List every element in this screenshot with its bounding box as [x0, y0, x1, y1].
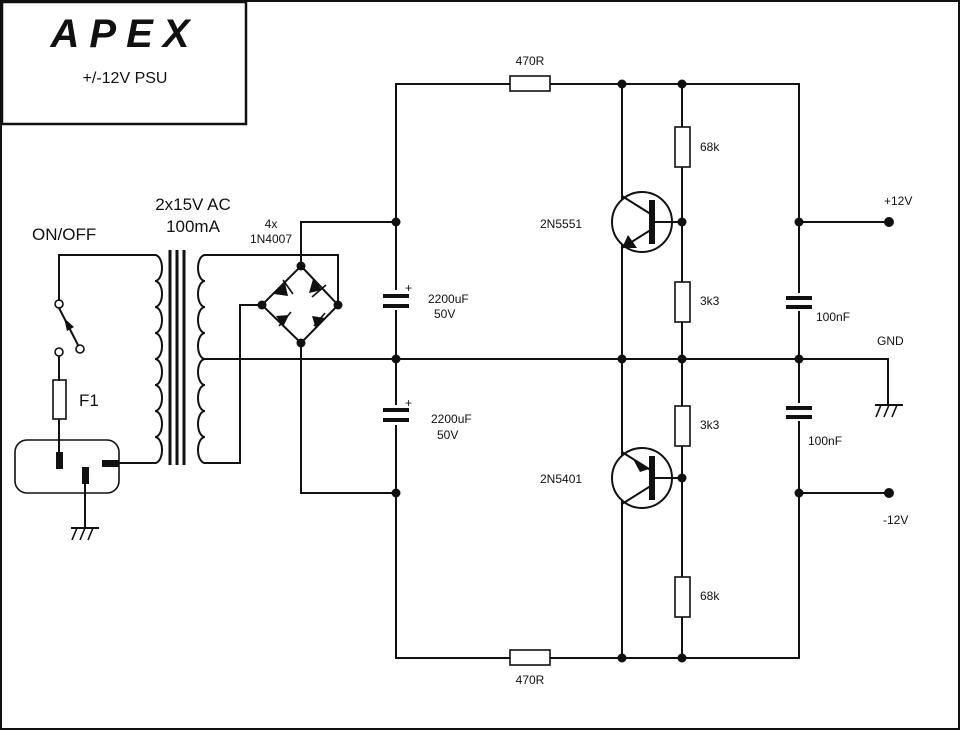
cap-top-value: 2200uF: [428, 292, 469, 306]
fuse-label: F1: [79, 391, 99, 410]
resistor-3k3-top: [674, 281, 691, 323]
capacitor-100nf-top: [784, 293, 814, 311]
output-terminals: +12V GND -12V: [875, 194, 912, 527]
switch-label: ON/OFF: [32, 225, 96, 244]
secondary-wiring: [204, 254, 889, 464]
resistor-68k-bottom: [674, 576, 691, 618]
out-gnd-label: GND: [877, 334, 904, 348]
resistor-470r-top: [509, 75, 551, 92]
fuse: [52, 379, 67, 420]
transformer-label: 2x15V AC: [155, 195, 231, 214]
capacitor-2200uf-top: [380, 290, 412, 310]
transformer-current-label: 100mA: [166, 217, 221, 236]
resistor-470r-bottom-label: 470R: [516, 673, 545, 687]
resistor-470r-top-label: 470R: [516, 54, 545, 68]
resistor-470r-bottom: [509, 649, 551, 666]
ground-icon: [875, 404, 903, 418]
earth-icon: [71, 527, 99, 541]
capacitor-100nf-bottom: [784, 403, 814, 421]
cap-bottom-value: 2200uF: [431, 412, 472, 426]
diodes-part-label: 1N4007: [250, 232, 292, 246]
cap-top-plus: +: [405, 281, 412, 295]
transistor-npn: [611, 191, 683, 253]
apex-logo: APEX: [50, 12, 200, 56]
title-block: APEX +/-12V PSU: [0, 0, 248, 126]
resistor-68k-top-label: 68k: [700, 140, 720, 154]
transistor-npn-label: 2N5551: [540, 217, 582, 231]
cap-100nf-bottom-label: 100nF: [808, 434, 842, 448]
transformer: 2x15V AC 100mA: [153, 195, 231, 465]
out-neg-label: -12V: [883, 513, 908, 527]
transistor-pnp: [611, 447, 683, 509]
out-pos-label: +12V: [884, 194, 912, 208]
resistor-3k3-top-label: 3k3: [700, 294, 720, 308]
resistor-68k-bottom-label: 68k: [700, 589, 720, 603]
diode-icon: [309, 279, 327, 298]
rail-wiring: [395, 83, 889, 659]
bridge-rectifier: 4x 1N4007: [250, 217, 343, 348]
junction-dots: [391, 79, 804, 663]
diode-icon: [312, 312, 326, 329]
diodes-count-label: 4x: [265, 217, 278, 231]
capacitor-2200uf-bottom: [380, 405, 412, 425]
cap-top-voltage: 50V: [434, 307, 455, 321]
mains-input: F1 ON/OFF: [14, 225, 156, 541]
cap-100nf-top-label: 100nF: [816, 310, 850, 324]
resistor-3k3-bottom: [674, 405, 691, 447]
diode-icon: [276, 311, 292, 327]
cap-bottom-plus: +: [405, 396, 412, 410]
switch-icon: [54, 299, 85, 357]
cap-bottom-voltage: 50V: [437, 428, 458, 442]
resistor-68k-top: [674, 126, 691, 168]
diode-icon: [274, 279, 294, 296]
page-title: +/-12V PSU: [83, 70, 168, 87]
transistor-pnp-label: 2N5401: [540, 472, 582, 486]
resistor-3k3-bottom-label: 3k3: [700, 418, 720, 432]
